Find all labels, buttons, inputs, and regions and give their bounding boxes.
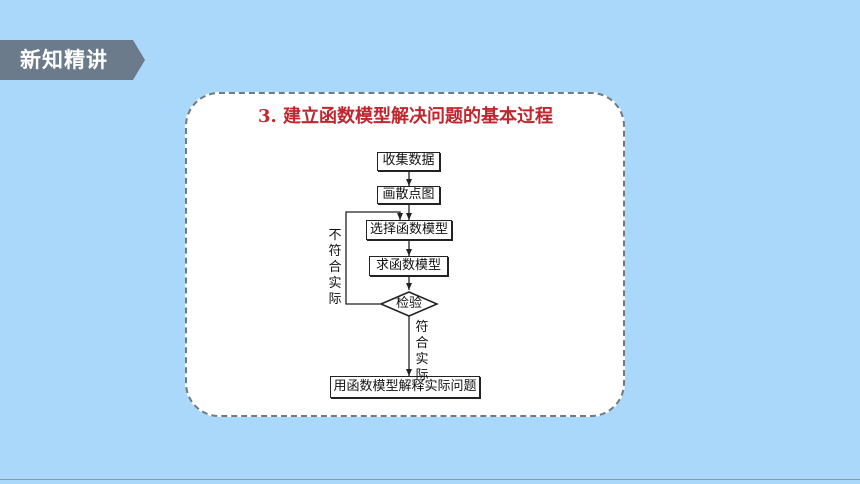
edge-label-fit: 符合实际 [415,320,429,383]
content-card [185,92,625,417]
step-check-label: 检验 [395,296,422,311]
edge-label-not-fit: 不符合实际 [328,228,342,307]
step-collect-data: 收集数据 [377,152,440,171]
check-decision-diamond [379,291,439,317]
bottom-divider [0,479,860,480]
section-tag: 新知精讲 [0,40,145,80]
section-tag-shape [0,40,145,80]
step-apply-model: 用函数模型解释实际问题 [330,376,480,398]
step-solve-model: 求函数模型 [369,256,448,276]
step-choose-model: 选择函数模型 [366,220,452,240]
arrow-check-to-choose-loop [345,211,403,305]
section-heading: 3. 建立函数模型解决问题的基本过程 [258,106,554,127]
step-plot-scatter: 画散点图 [377,186,440,204]
section-tag-label: 新知精讲 [20,48,108,72]
